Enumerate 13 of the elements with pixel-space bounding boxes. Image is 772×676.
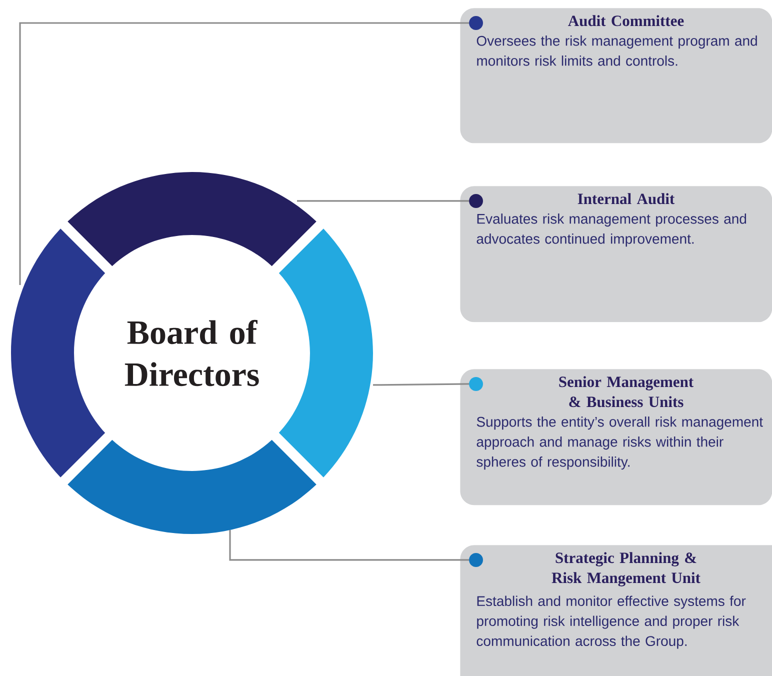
connector-line bbox=[229, 530, 469, 561]
ring-segment bbox=[278, 228, 373, 478]
ring-segment bbox=[11, 228, 106, 478]
info-card: Audit Committee Oversees the risk management program and monitors risk limits and controls. bbox=[460, 8, 772, 144]
ring-segment bbox=[68, 172, 316, 266]
connector-line bbox=[297, 200, 469, 202]
connector-line bbox=[373, 383, 470, 386]
center-label: Board of Directors bbox=[124, 320, 259, 386]
ring-segment bbox=[68, 440, 316, 534]
info-card: Strategic Planning & Risk Mangement Unit Establish and monitor effective systems for promoting risk intelligence and proper risk communication across the Group. bbox=[460, 545, 772, 676]
info-card: Senior Management & Business Units Supports the entity’s overall risk management approach and manage risks within their spheres of responsibility. bbox=[460, 369, 772, 506]
info-card: Internal Audit Evaluates risk management processes and advocates continued improvement. bbox=[460, 186, 772, 322]
connector-line bbox=[19, 22, 469, 285]
